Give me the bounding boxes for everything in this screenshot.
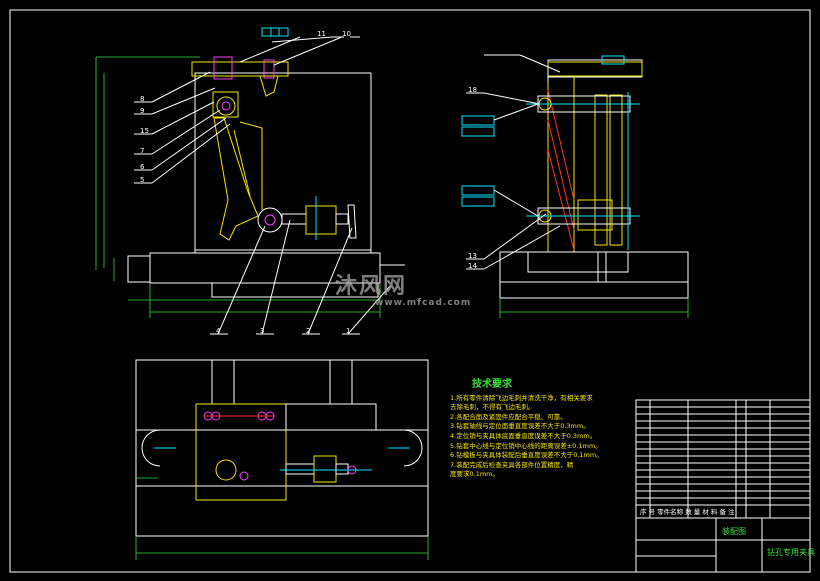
- tech-requirement-item: 7.装配完成后检查夹具各部件位置精度，精: [450, 460, 574, 469]
- part-label: 9: [140, 107, 144, 115]
- product-name: 钻孔专用夹具: [767, 548, 815, 557]
- tech-requirement-item: 度要求0.1mm。: [450, 470, 500, 479]
- part-label: 10: [342, 30, 351, 38]
- watermark-logo: 沐风网 www.mfcad.com: [335, 268, 471, 308]
- front-part-labels: 11 10 8 9 15 7 6 5 4 3 2 1: [140, 30, 351, 335]
- tech-requirement-item: 3.钻套轴线与定位面垂直度误差不大于0.3mm。: [450, 422, 590, 431]
- part-label: 1: [346, 327, 350, 335]
- side-view: [461, 54, 689, 318]
- part-label: 14: [468, 262, 477, 270]
- tech-requirement-item: 2.各配合面及紧固件应配合平稳、可靠。: [450, 412, 567, 421]
- part-label: 18: [468, 86, 477, 94]
- tech-requirement-item: 去除毛刺，不得有飞边毛刺。: [450, 403, 535, 412]
- part-label: 15: [140, 127, 149, 135]
- watermark-url: www.mfcad.com: [375, 298, 472, 308]
- front-view: [95, 27, 405, 335]
- part-label: 7: [140, 147, 144, 155]
- part-label: 3: [260, 327, 264, 335]
- tech-requirement-item: 4.定位销与夹具体底面垂直度误差不大于0.3mm。: [450, 431, 597, 440]
- part-label: 5: [140, 176, 144, 184]
- top-view: [135, 359, 429, 560]
- technical-requirements: 技术要求 1.所有零件清除飞边毛刺并清洗干净，有相关要求 去除毛刺，不得有飞边毛…: [450, 380, 620, 480]
- drawing-name: 装配图: [722, 527, 746, 536]
- tech-requirement-item: 6.钻模板与夹具体装配后垂直度误差不大于0.1mm。: [450, 451, 603, 460]
- part-label: 11: [317, 30, 326, 38]
- tech-requirement-item: 1.所有零件清除飞边毛刺并清洗干净，有相关要求: [450, 393, 593, 402]
- parts-list-header: 序 号 零件名称 数 量 材 料 备 注: [640, 507, 735, 516]
- side-part-labels: 18 13 14: [468, 86, 477, 270]
- tech-requirement-item: 5.钻套中心线与定位销中心线的距离误差±0.1mm。: [450, 441, 602, 450]
- part-label: 2: [306, 327, 310, 335]
- watermark-brand: 沐风网: [335, 274, 408, 299]
- tech-requirements-title: 技术要求: [472, 379, 512, 390]
- part-label: 6: [140, 163, 145, 171]
- part-label: 4: [216, 327, 221, 335]
- drawing-frame: [9, 9, 811, 573]
- parts-list-rows: 序 号 零件名称 数 量 材 料 备 注: [636, 406, 810, 516]
- part-label: 13: [468, 252, 477, 260]
- part-label: 8: [140, 95, 144, 103]
- tech-requirements-list: 1.所有零件清除飞边毛刺并清洗干净，有相关要求 去除毛刺，不得有飞边毛刺。2.各…: [450, 394, 620, 480]
